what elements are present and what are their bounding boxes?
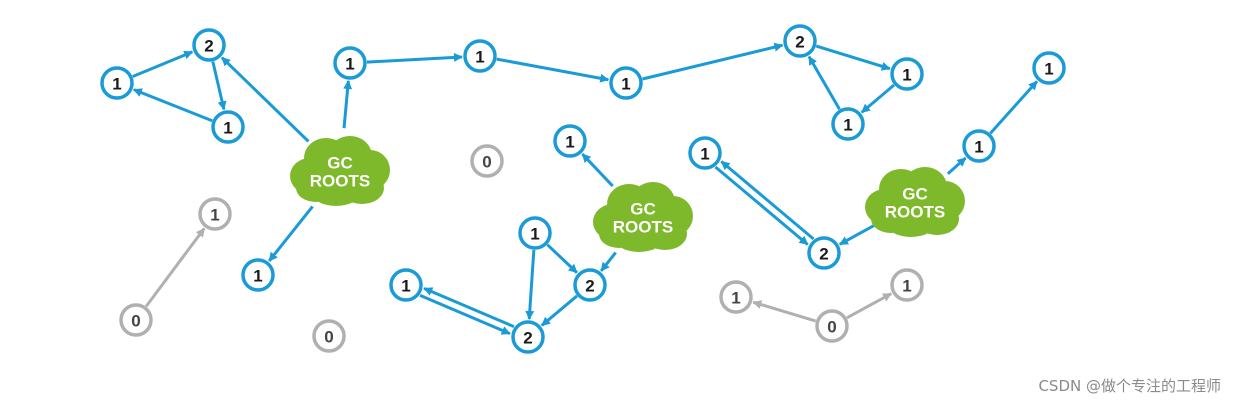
reference-arrow-c2-to-c1a [815, 44, 891, 71]
reference-arrow-x0d-to-x1c [846, 292, 892, 320]
reference-count-label: 1 [530, 225, 539, 244]
reference-count-label: 0 [482, 153, 491, 172]
unreachable-object-node: 1 [890, 268, 924, 302]
reachable-object-node: 1 [609, 66, 643, 100]
reachable-object-node: 1 [890, 57, 924, 91]
reference-count-label: 1 [345, 55, 354, 74]
reference-arrow-b3-to-c2 [642, 42, 784, 81]
reference-arrow-c1a-to-c1b [860, 83, 896, 114]
reference-arrow-r1-to-a2 [220, 56, 310, 143]
reference-arrow-r3-to-g1b [946, 156, 967, 175]
reachable-object-node: 1 [211, 110, 245, 144]
reference-count-label: 1 [731, 289, 740, 308]
reference-arrow-b2-to-b3 [496, 57, 610, 83]
reference-arrow-f1b-to-f2b [419, 293, 511, 336]
reachable-object-node: 2 [573, 268, 607, 302]
gc-roots-label: GC [902, 185, 928, 204]
reachable-object-node: 1 [463, 39, 497, 73]
reference-count-label: 2 [795, 33, 804, 52]
gc-roots-label: GC [630, 200, 656, 219]
edges-layer [132, 42, 1039, 336]
reference-count-label: 0 [131, 312, 140, 331]
reachable-object-node: 1 [1032, 51, 1066, 85]
reachable-object-node: 1 [333, 46, 367, 80]
reference-arrow-a3-to-a1 [132, 88, 213, 123]
reachable-object-node: 1 [389, 268, 423, 302]
reachable-object-node: 2 [783, 24, 817, 58]
reachable-object-node: 1 [962, 129, 996, 163]
reachable-object-node: 2 [192, 28, 226, 62]
reference-count-label: 2 [819, 245, 828, 264]
unreachable-object-node: 1 [198, 197, 232, 231]
reference-count-label: 2 [585, 277, 594, 296]
reference-count-label: 1 [621, 75, 630, 94]
reachable-object-node: 1 [100, 66, 134, 100]
reference-count-label: 1 [902, 277, 911, 296]
reference-arrow-f2b-to-f1b [423, 286, 515, 329]
reference-count-label: 1 [843, 116, 852, 135]
gc-roots-label: ROOTS [885, 203, 945, 222]
unreachable-object-node: 1 [719, 280, 753, 314]
reachable-object-node: 2 [511, 320, 545, 354]
reference-arrow-c1b-to-c2 [807, 55, 841, 111]
reachable-object-node: 1 [688, 136, 722, 170]
reference-arrow-r1-to-d1 [268, 205, 314, 262]
unreachable-object-node: 0 [312, 319, 346, 353]
reference-count-label: 1 [902, 66, 911, 85]
reference-count-label: 1 [565, 133, 574, 152]
watermark: CSDN @做个专注的工程师 [1038, 377, 1221, 395]
reachable-object-node: 1 [518, 216, 552, 250]
reference-count-label: 0 [827, 318, 836, 337]
reference-arrow-r2-to-e1 [581, 153, 614, 188]
reference-count-label: 1 [112, 75, 121, 94]
reference-arrow-g2-to-g1a [720, 160, 815, 241]
reference-arrow-f1a-to-f2b [525, 249, 536, 320]
gc-roots-label: GC [327, 154, 353, 173]
reference-count-label: 1 [700, 145, 709, 164]
reference-arrow-g1a-to-g2 [714, 165, 809, 246]
reference-arrow-r2-to-f2a [599, 251, 617, 272]
reachable-object-node: 1 [241, 258, 275, 292]
reference-count-label: 0 [324, 328, 333, 347]
reference-arrow-x0d-to-x1b [752, 300, 817, 323]
nodes-layer: 1 2 1 1 1 1 2 1 1 1 1 1 2 1 2 1 2 1 1 0 0 0 1 0 1 1 [100, 24, 1066, 354]
reference-arrow-a1-to-a2 [132, 50, 194, 78]
reference-arrow-b1-to-b2 [366, 52, 463, 64]
reference-count-label: 1 [1044, 60, 1053, 79]
reference-count-label: 1 [475, 48, 484, 67]
reference-arrow-r1-to-b1 [342, 80, 353, 129]
reference-arrow-g1b-to-g1c [989, 80, 1039, 135]
reference-count-label: 1 [210, 206, 219, 225]
reachable-object-node: 2 [807, 236, 841, 270]
reference-count-label: 1 [401, 277, 410, 296]
reference-arrow-x0a-to-x1a [144, 227, 206, 308]
reference-arrow-f2a-to-f2b [540, 294, 578, 327]
unreachable-object-node: 0 [815, 309, 849, 343]
reference-count-label: 1 [223, 119, 232, 138]
reference-count-label: 1 [253, 267, 262, 286]
reference-arrow-f1a-to-f2a [546, 243, 578, 274]
gc-roots-label: ROOTS [310, 172, 370, 191]
reference-count-label: 2 [523, 329, 532, 348]
reachable-object-node: 1 [553, 124, 587, 158]
reachable-object-node: 1 [831, 107, 865, 141]
unreachable-object-node: 0 [470, 144, 504, 178]
reference-arrow-r3-to-g2 [838, 222, 878, 246]
reference-arrow-a2-to-a3 [211, 61, 227, 111]
gc-roots-label: ROOTS [613, 218, 673, 237]
reference-count-label: 1 [974, 138, 983, 157]
reference-count-label: 2 [204, 37, 213, 56]
unreachable-object-node: 0 [119, 303, 153, 337]
